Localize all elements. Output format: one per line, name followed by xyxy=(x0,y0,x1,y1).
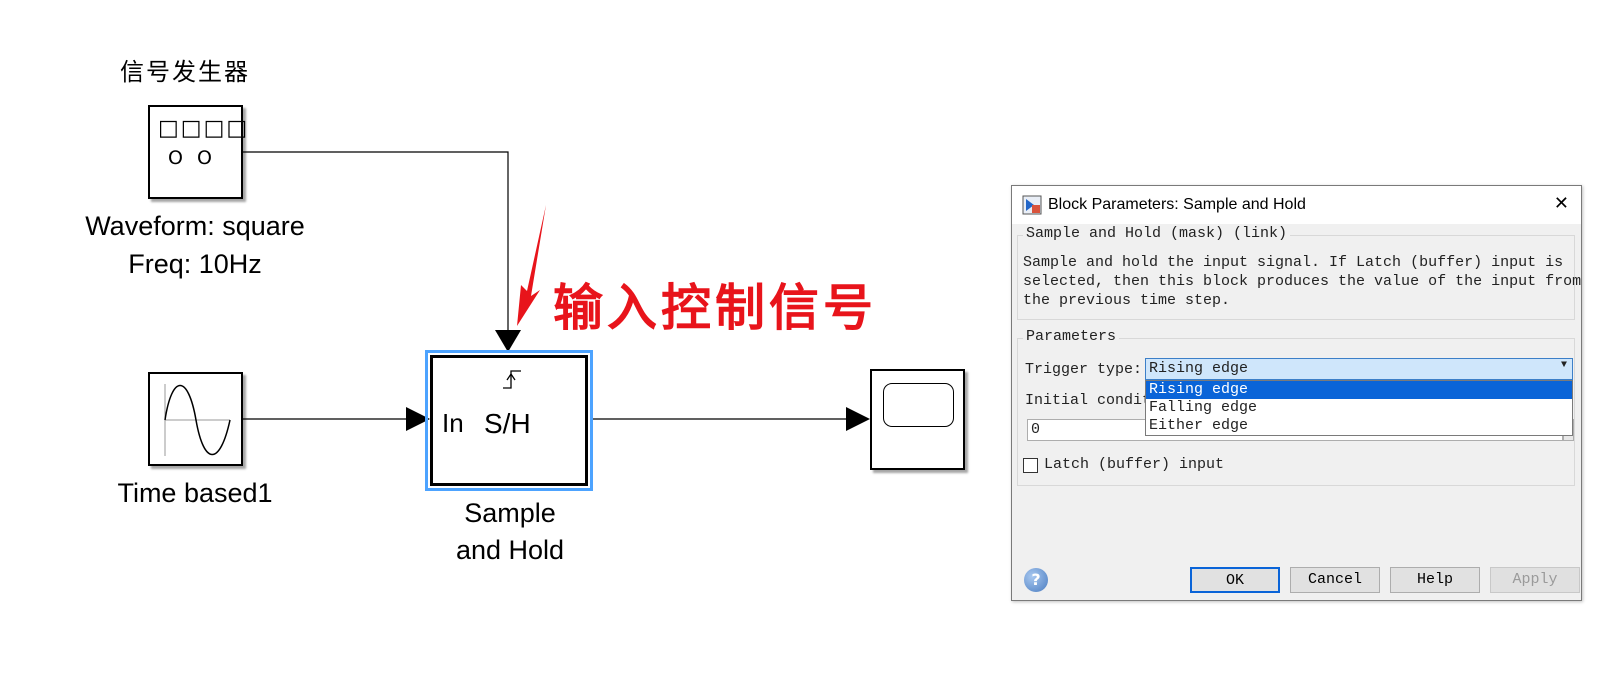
help-button[interactable]: Help xyxy=(1390,567,1480,593)
chevron-down-icon[interactable]: ▼ xyxy=(1560,360,1567,371)
dialog-title: Block Parameters: Sample and Hold xyxy=(1048,196,1306,213)
signal-generator-icon: □□□□ xyxy=(158,116,250,141)
option-falling-edge[interactable]: Falling edge xyxy=(1149,399,1258,416)
help-icon[interactable]: ? xyxy=(1024,568,1048,592)
ok-button[interactable]: OK xyxy=(1190,567,1280,593)
mask-description: Sample and hold the input signal. If Lat… xyxy=(1023,254,1582,309)
apply-button[interactable]: Apply xyxy=(1490,567,1580,593)
trigger-type-dropdown-list: Rising edge Falling edge Either edge xyxy=(1145,380,1573,436)
simulink-block-icon xyxy=(1022,195,1042,215)
trigger-type-select[interactable]: Rising edge ▼ xyxy=(1145,358,1573,380)
initial-condition-value: 0 xyxy=(1031,421,1041,438)
initial-condition-label: Initial condit xyxy=(1025,392,1152,409)
scope-screen-icon xyxy=(883,383,954,427)
output-arrowhead xyxy=(846,407,870,431)
trigger-type-value: Rising edge xyxy=(1149,360,1249,377)
option-either-edge[interactable]: Either edge xyxy=(1149,417,1249,434)
input-arrowhead xyxy=(406,407,430,431)
option-rising-edge[interactable]: Rising edge xyxy=(1146,381,1572,399)
signal-generator-label-2: Freq: 10Hz xyxy=(128,249,262,279)
signal-generator-label-1: Waveform: square xyxy=(85,211,305,241)
latch-label: Latch (buffer) input xyxy=(1044,456,1225,473)
close-icon[interactable]: ✕ xyxy=(1553,193,1569,213)
cancel-button[interactable]: Cancel xyxy=(1290,567,1380,593)
mask-header: Sample and Hold (mask) (link) xyxy=(1023,225,1291,242)
signal-generator-circles: O O xyxy=(168,147,216,169)
sample-hold-selection xyxy=(425,350,593,491)
signal-generator-title: 信号发生器 xyxy=(120,58,250,86)
sine-wave-block[interactable] xyxy=(148,372,243,466)
time-based-label: Time based1 xyxy=(117,478,273,508)
sample-hold-label-2: and Hold xyxy=(455,535,565,565)
parameters-header: Parameters xyxy=(1023,328,1120,345)
scope-block[interactable] xyxy=(870,369,965,470)
trigger-type-label: Trigger type: xyxy=(1025,361,1143,378)
latch-checkbox[interactable] xyxy=(1023,458,1038,473)
control-signal-annotation: 输入控制信号 xyxy=(553,278,877,337)
trigger-signal-line[interactable] xyxy=(243,151,509,332)
block-parameters-dialog: Block Parameters: Sample and Hold ✕ Samp… xyxy=(1011,185,1582,601)
red-arrow-control xyxy=(517,205,546,326)
trigger-arrowhead xyxy=(495,330,521,352)
sample-hold-in-port: In xyxy=(442,408,464,438)
dialog-titlebar[interactable]: Block Parameters: Sample and Hold ✕ xyxy=(1012,186,1581,224)
rising-edge-icon xyxy=(503,370,521,389)
sample-hold-text: S/H xyxy=(484,408,531,439)
parameters-group xyxy=(1017,338,1575,486)
sample-hold-block[interactable]: In S/H xyxy=(430,355,588,486)
signal-generator-block[interactable]: □□□□ O O xyxy=(148,105,247,199)
sample-hold-label-1: Sample xyxy=(464,498,556,528)
mask-description-group xyxy=(1017,235,1575,320)
sine-wave-icon xyxy=(164,384,231,456)
